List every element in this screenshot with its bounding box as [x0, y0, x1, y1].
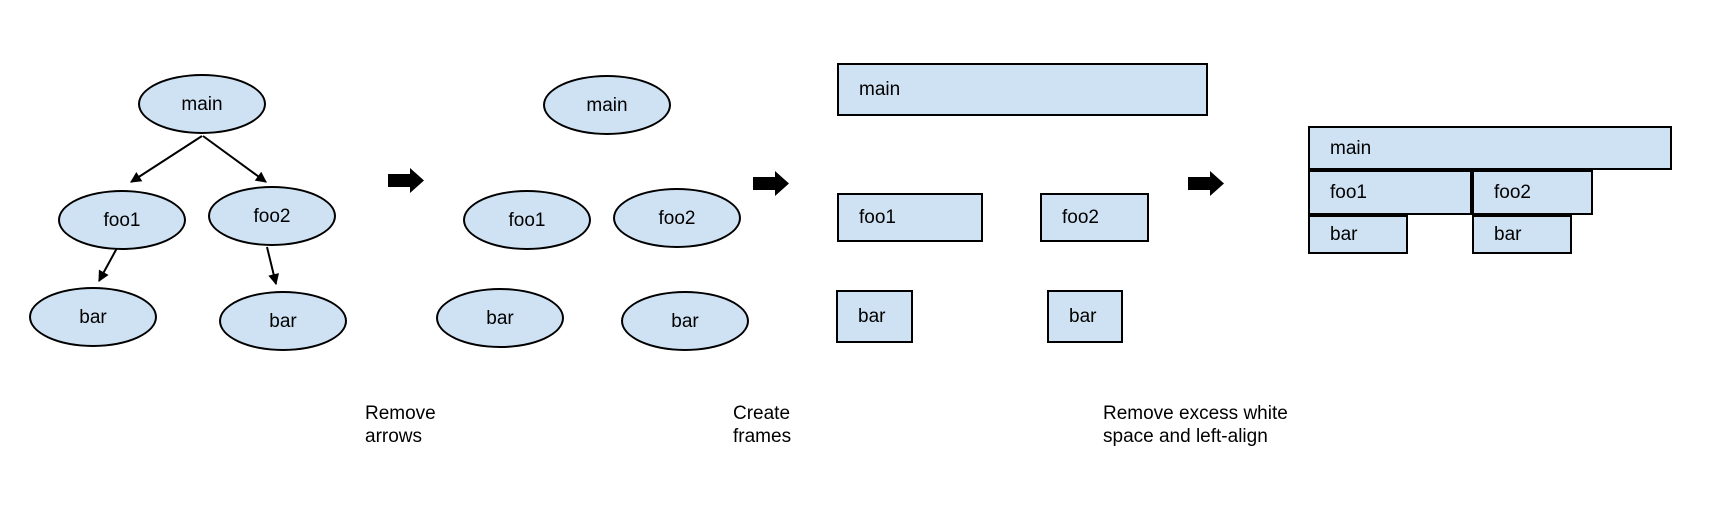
edge-main-foo1 [130, 135, 203, 183]
step-arrow-icon-3 [1188, 171, 1224, 196]
stage3-frame-main: main [837, 63, 1208, 116]
stage1-node-foo1: foo1 [58, 190, 186, 250]
node-label: bar [671, 310, 699, 332]
stage2-node-main: main [543, 75, 671, 135]
frame-label: foo2 [1062, 207, 1099, 228]
frame-label: bar [858, 306, 886, 327]
caption-remove-arrows: Remove arrows [365, 403, 436, 447]
stage1-node-bar-right: bar [219, 291, 347, 351]
stage3-frame-foo2: foo2 [1040, 193, 1149, 242]
frame-label: foo2 [1494, 182, 1531, 203]
stage1-node-bar-left: bar [29, 287, 157, 347]
node-label: foo1 [103, 209, 141, 231]
stage1-node-foo2: foo2 [208, 186, 336, 246]
node-label: foo1 [508, 209, 546, 231]
node-label: main [181, 93, 223, 115]
step-arrow-icon-2 [753, 171, 789, 196]
edge-foo1-bar [98, 247, 118, 282]
stage4-frame-bar-right: bar [1472, 215, 1572, 254]
edge-main-foo2 [202, 135, 267, 183]
node-label: bar [269, 310, 297, 332]
frame-label: bar [1494, 224, 1522, 245]
frame-label: foo1 [1330, 182, 1367, 203]
frame-label: foo1 [859, 207, 896, 228]
stage4-frame-bar-left: bar [1308, 215, 1408, 254]
frame-label: bar [1069, 306, 1097, 327]
node-label: main [586, 94, 628, 116]
frame-label: main [1330, 137, 1372, 159]
node-label: bar [486, 307, 514, 329]
stage3-frame-bar-left: bar [836, 290, 913, 343]
stage4-frame-main: main [1308, 126, 1672, 170]
stage2-node-foo1: foo1 [463, 190, 591, 250]
node-label: foo2 [253, 205, 291, 227]
stage1-node-main: main [138, 74, 266, 134]
step-arrow-icon-1 [388, 168, 424, 193]
caption-remove-whitespace: Remove excess white space and left-align [1103, 403, 1288, 447]
frame-label: bar [1330, 224, 1358, 245]
stage2-node-bar-right: bar [621, 291, 749, 351]
caption-create-frames: Create frames [733, 403, 792, 447]
frame-label: main [859, 79, 901, 100]
edge-foo2-bar [266, 246, 280, 286]
stage2-node-bar-left: bar [436, 288, 564, 348]
stage2-node-foo2: foo2 [613, 188, 741, 248]
stage3-frame-foo1: foo1 [837, 193, 983, 242]
stage4-frame-foo1: foo1 [1308, 170, 1472, 215]
stage3-frame-bar-right: bar [1047, 290, 1123, 343]
node-label: bar [79, 306, 107, 328]
node-label: foo2 [658, 207, 696, 229]
stage4-frame-foo2: foo2 [1472, 170, 1593, 215]
